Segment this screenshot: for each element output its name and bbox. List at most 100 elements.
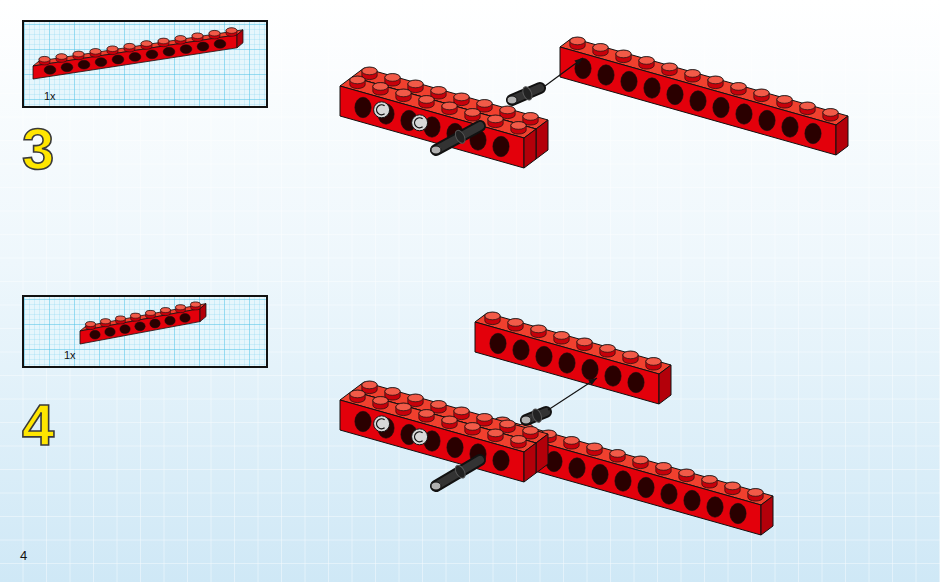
stud-top xyxy=(408,394,423,402)
beam-hole xyxy=(736,104,752,124)
stud-top xyxy=(731,83,746,91)
beam-top xyxy=(475,313,671,374)
stud-side xyxy=(442,102,457,114)
beam-hole xyxy=(135,322,145,331)
pin-head-mark xyxy=(415,118,423,128)
pin-end xyxy=(507,96,517,104)
page-number: 4 xyxy=(20,549,27,562)
stud-side xyxy=(679,469,694,481)
beam-hole xyxy=(707,497,723,517)
beam-hole xyxy=(759,110,775,130)
stud-side xyxy=(419,410,434,422)
stud-side xyxy=(725,482,740,494)
quantity-label: 1x xyxy=(44,91,56,102)
beam-hole xyxy=(605,366,621,386)
stud-top xyxy=(56,54,67,60)
technic-beam xyxy=(485,417,773,535)
stud-side xyxy=(86,322,96,330)
stud-top xyxy=(73,51,84,57)
pin-head xyxy=(412,115,428,131)
stud-top xyxy=(175,36,186,42)
stud-top xyxy=(107,46,118,52)
step-number: 3 xyxy=(22,120,54,178)
beam-hole xyxy=(782,117,798,137)
beam-hole xyxy=(493,450,509,470)
stud-top xyxy=(500,106,515,114)
beam-front xyxy=(560,47,836,155)
technic-pin xyxy=(436,126,480,150)
stud-side xyxy=(731,83,746,95)
stud-side xyxy=(116,316,126,324)
beam-top xyxy=(340,77,536,138)
stud-side xyxy=(823,109,838,121)
beam-hole xyxy=(805,123,821,143)
pin-head xyxy=(412,429,428,445)
technic-pin xyxy=(436,460,480,486)
beam-hole xyxy=(667,84,683,104)
stud-top xyxy=(373,83,388,91)
beam-hole xyxy=(150,319,160,328)
stud-side xyxy=(564,437,579,449)
stud-top xyxy=(362,381,377,389)
beam-front xyxy=(80,309,200,344)
beam-top xyxy=(340,391,536,452)
stud-top xyxy=(564,437,579,445)
stud-top xyxy=(725,482,740,490)
pin-head xyxy=(374,102,390,118)
technic-beam xyxy=(340,76,536,168)
stud-top xyxy=(176,305,186,310)
stud-top xyxy=(209,30,220,36)
stud-side xyxy=(656,463,671,475)
stud-side xyxy=(39,56,50,65)
beam-front xyxy=(475,322,659,404)
stud-top xyxy=(600,345,615,353)
stud-top xyxy=(531,325,546,333)
stud-top xyxy=(350,76,365,84)
stud-top xyxy=(708,76,723,84)
beam-hole xyxy=(490,333,506,353)
stud-top xyxy=(116,316,126,321)
stud-top xyxy=(101,319,111,324)
pin-end xyxy=(521,416,531,424)
stud-top xyxy=(593,44,608,52)
stud-top xyxy=(419,410,434,418)
stud-top xyxy=(748,489,763,497)
beam-hole xyxy=(355,97,371,117)
stud-top xyxy=(702,476,717,484)
stud-side xyxy=(587,443,602,455)
stud-side xyxy=(90,49,101,58)
beam-hole xyxy=(569,458,585,478)
technic-beam xyxy=(33,28,243,79)
stud-side xyxy=(373,397,388,409)
stud-side xyxy=(73,51,84,60)
stud-top xyxy=(554,332,569,340)
stud-top xyxy=(685,70,700,78)
stud-top xyxy=(511,436,526,444)
stud-side xyxy=(396,89,411,101)
stud-side xyxy=(570,37,585,49)
stud-side xyxy=(101,319,111,327)
technic-beam xyxy=(80,302,206,344)
beam-hole xyxy=(713,97,729,117)
stud-side xyxy=(107,46,118,55)
stud-side xyxy=(662,63,677,75)
beam-hole xyxy=(180,45,192,54)
technic-pin xyxy=(436,460,480,486)
stud-side xyxy=(465,109,480,121)
stud-side xyxy=(373,83,388,95)
beam-hole xyxy=(90,330,100,339)
beam-end xyxy=(836,116,848,155)
stud-side xyxy=(175,36,186,44)
stud-top xyxy=(226,28,237,34)
stud-top xyxy=(396,403,411,411)
stud-side xyxy=(554,332,569,344)
beam-front xyxy=(485,427,761,535)
stud-top xyxy=(431,401,446,409)
stud-top xyxy=(454,407,469,415)
stud-top xyxy=(656,463,671,471)
stud-side xyxy=(777,96,792,108)
beam-hole xyxy=(163,47,175,56)
stud-top xyxy=(577,338,592,346)
stud-side xyxy=(488,115,503,127)
stud-side xyxy=(708,76,723,88)
